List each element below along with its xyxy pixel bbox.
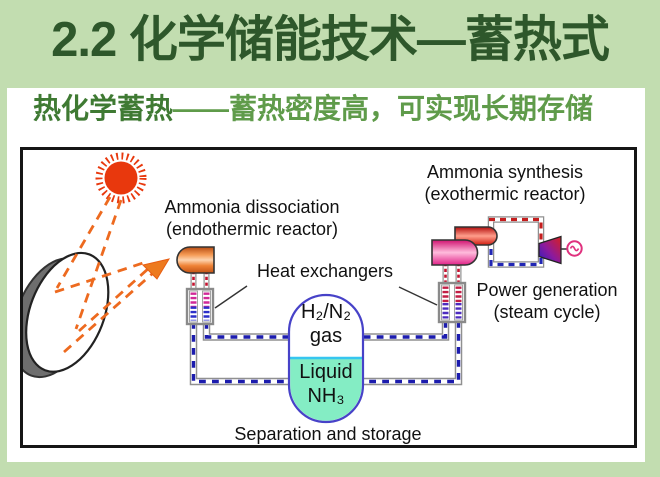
label-ammonia-dissociation: Ammonia dissociation (endothermic reacto…	[127, 197, 377, 241]
label-line: Ammonia dissociation	[164, 197, 340, 217]
label-line: NH₃	[307, 384, 345, 407]
label-line: Heat exchangers	[256, 261, 394, 281]
heat-exchanger-right	[437, 281, 467, 324]
storage-tank	[287, 293, 365, 424]
label-ammonia-synthesis: Ammonia synthesis (exothermic reactor)	[395, 162, 615, 206]
label-line: H₂/N₂	[301, 301, 351, 323]
focus-arrow-icon	[142, 258, 171, 280]
label-line: (steam cycle)	[493, 301, 601, 322]
label-line: Ammonia synthesis	[426, 162, 584, 182]
label-tank-liquid: Liquid NH₃	[289, 361, 363, 408]
heat-exchanger-left	[185, 287, 215, 326]
label-power-generation: Power generation (steam cycle)	[447, 280, 647, 324]
label-line: Separation and storage	[234, 424, 422, 444]
label-tank-gas: H₂/N₂ gas	[289, 301, 363, 348]
label-heat-exchangers: Heat exchangers	[245, 261, 405, 283]
hot-connectors	[190, 263, 462, 291]
dissociation-reactor	[176, 246, 215, 274]
label-line: Power generation	[476, 280, 618, 300]
subtitle-rest: ——蓄热密度高，可实现长期存储	[173, 93, 594, 124]
label-separation-and-storage: Separation and storage	[203, 424, 453, 446]
slide-title: 2.2 化学储能技术—蓄热式	[51, 13, 610, 67]
pipes	[189, 321, 463, 386]
diagram-graphics	[23, 152, 583, 424]
label-line: (exothermic reactor)	[424, 183, 586, 204]
sun-icon	[95, 152, 147, 204]
label-line: gas	[309, 324, 343, 347]
slide-subtitle: 热化学蓄热——蓄热密度高，可实现长期存储	[33, 93, 633, 125]
label-pointer-lines	[214, 285, 438, 309]
ammonia-storage-diagram: Ammonia dissociation (endothermic reacto…	[20, 147, 637, 448]
turbine-icon	[538, 235, 562, 265]
steam-cycle-loop	[487, 216, 545, 268]
generator-icon	[561, 240, 583, 257]
subtitle-emphasis: 热化学蓄热	[33, 93, 174, 124]
label-line: (endothermic reactor)	[165, 218, 339, 239]
synthesis-reactor	[431, 239, 479, 266]
solar-rays	[54, 196, 153, 354]
label-line: Liquid	[299, 361, 353, 383]
